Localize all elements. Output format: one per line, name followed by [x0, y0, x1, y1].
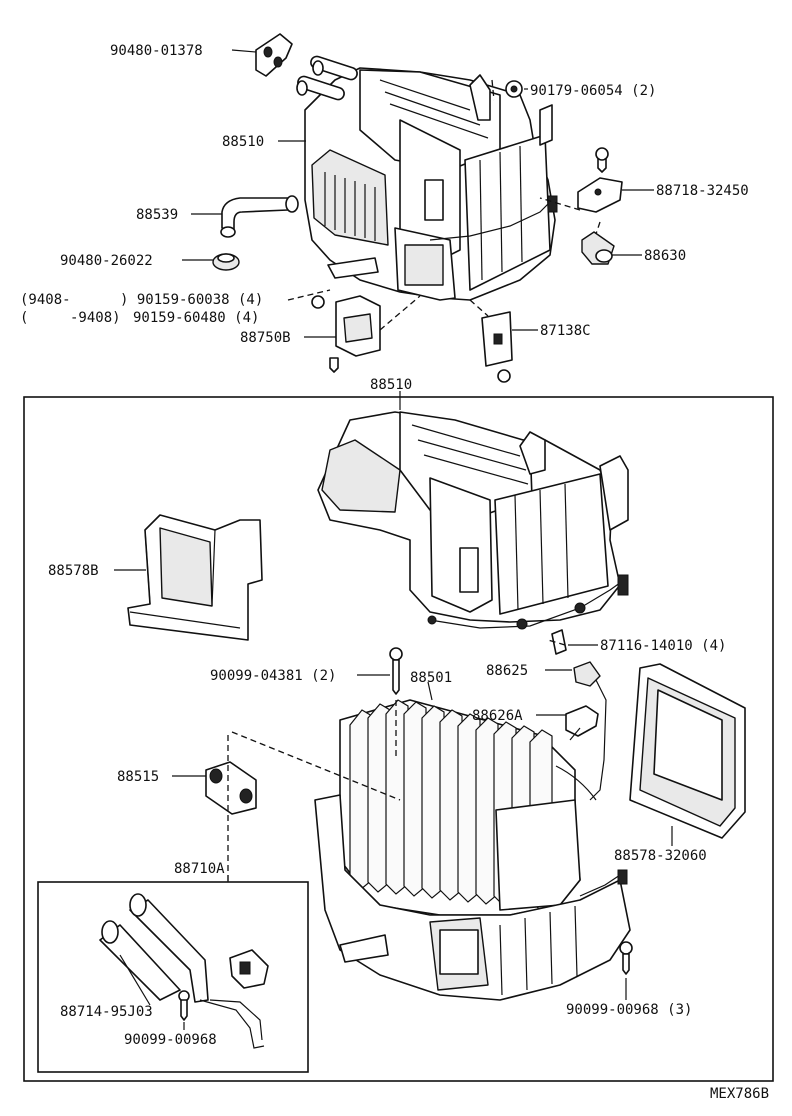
screw-90099-04381 — [389, 647, 403, 695]
footer-code: MEX786B — [710, 1086, 769, 1102]
nut-90179-06054 — [505, 80, 523, 98]
actuator-88750B — [311, 295, 381, 373]
label-90159-b-mid: -9408) — [70, 310, 121, 326]
filter-88578-32060 — [629, 663, 746, 839]
upper-case-88510 — [317, 411, 629, 630]
label-90159-b-range: ( — [20, 310, 28, 326]
sub-assembly-frame — [37, 881, 309, 1073]
label-90159-60038: ) 90159-60038 (4) — [120, 292, 263, 308]
clip-87116-14010 — [551, 629, 567, 655]
exploded-view-frame — [23, 396, 774, 1082]
label-88515: 88515 — [117, 769, 159, 785]
label-88626A: 88626A — [472, 708, 523, 724]
expansion-valve-88515 — [205, 761, 257, 815]
label-90099-00968-sub: 90099-00968 — [124, 1032, 217, 1048]
label-88510-box: 88510 — [370, 377, 412, 393]
label-88710A: 88710A — [174, 861, 225, 877]
bracket-88718-32450 — [577, 147, 623, 213]
label-90159-60480: 90159-60480 (4) — [133, 310, 259, 326]
label-88578B: 88578B — [48, 563, 99, 579]
evaporator-88501 — [339, 699, 581, 916]
label-90480-26022: 90480-26022 — [60, 253, 153, 269]
label-88578-32060: 88578-32060 — [614, 848, 707, 864]
label-88750B: 88750B — [240, 330, 291, 346]
label-90099-04381: 90099-04381 (2) — [210, 668, 336, 684]
label-87138C: 87138C — [540, 323, 591, 339]
box-guides — [227, 639, 566, 882]
screw-90099-00968-main — [619, 941, 633, 975]
grommet-90480-26022 — [212, 253, 240, 271]
amplifier-87138C — [481, 311, 513, 383]
label-88539: 88539 — [136, 207, 178, 223]
top-grille — [324, 172, 376, 241]
label-88718-32450: 88718-32450 — [656, 183, 749, 199]
thermistor-88630 — [581, 231, 615, 265]
label-90480-01378: 90480-01378 — [110, 43, 203, 59]
label-90099-00968-main: 90099-00968 (3) — [566, 1002, 692, 1018]
pipe-assembly-88710A — [99, 893, 269, 1049]
label-88510-top: 88510 — [222, 134, 264, 150]
top-guides — [287, 79, 601, 331]
leader-lines — [114, 49, 673, 1030]
filter-88578B — [127, 514, 263, 641]
clamp-88626A — [555, 705, 599, 801]
label-87116-14010: 87116-14010 (4) — [600, 638, 726, 654]
label-90159-a-range: (9408- — [20, 292, 71, 308]
top-unit-assembly — [296, 55, 558, 301]
label-90179-06054: 90179-06054 (2) — [530, 83, 656, 99]
sensor-88625 — [573, 661, 607, 801]
grommet-90480-01378 — [255, 33, 293, 77]
hose-88539 — [220, 195, 299, 238]
label-88501: 88501 — [410, 670, 452, 686]
lower-case — [314, 794, 631, 1001]
label-88714-95J03: 88714-95J03 — [60, 1004, 153, 1020]
label-88630: 88630 — [644, 248, 686, 264]
label-88625: 88625 — [486, 663, 528, 679]
